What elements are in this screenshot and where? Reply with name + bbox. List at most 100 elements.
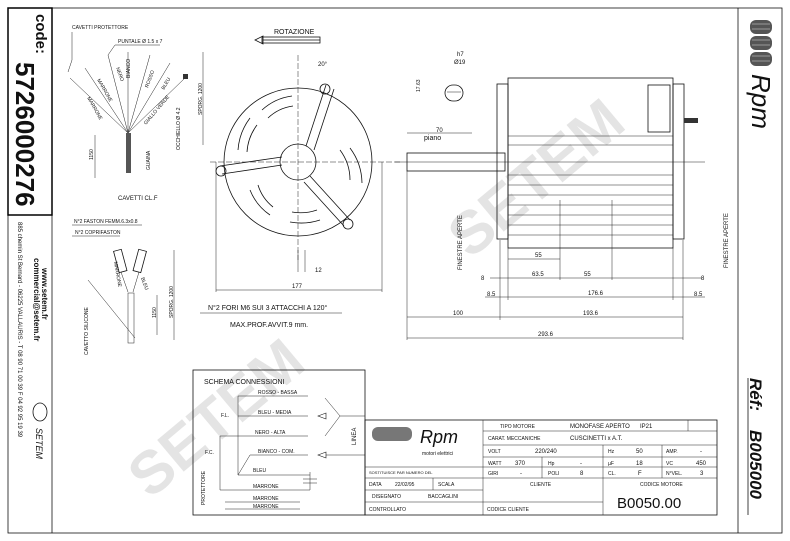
svg-text:18: 18 — [636, 461, 643, 467]
svg-text:55: 55 — [584, 272, 591, 278]
left-panel: code: 5726000276 www.setem.fr commercial… — [10, 14, 49, 460]
svg-text:-: - — [700, 449, 702, 455]
svg-text:8: 8 — [580, 471, 584, 477]
rotation-label: ROTAZIONE — [274, 29, 315, 36]
svg-text:BLEU: BLEU — [161, 76, 173, 91]
svg-text:Hp: Hp — [548, 461, 555, 467]
website-link[interactable]: www.setem.fr — [40, 267, 49, 320]
right-panel: Rpm Réf: B005000 — [746, 20, 776, 515]
svg-text:CODICE MOTORE: CODICE MOTORE — [640, 482, 683, 488]
holes-note: N°2 FORI M6 SUI 3 ATTACCHI A 120° — [208, 304, 328, 312]
svg-text:AMP.: AMP. — [666, 449, 678, 455]
svg-text:17.63: 17.63 — [416, 79, 422, 92]
svg-text:F.C.: F.C. — [205, 450, 214, 456]
address: 885 chemin St Bernard - 06225 VALLAURIS … — [16, 222, 22, 438]
svg-text:motori elettrici: motori elettrici — [422, 451, 453, 457]
svg-text:CODICE CLIENTE: CODICE CLIENTE — [487, 507, 530, 513]
svg-text:8.5: 8.5 — [694, 292, 703, 298]
svg-text:MONOFASE APERTO: MONOFASE APERTO — [570, 424, 630, 430]
svg-text:22/02/95: 22/02/95 — [395, 482, 415, 488]
svg-text:176.6: 176.6 — [588, 291, 604, 297]
wires-top-diagram: CAVETTI PROTETTORE PUNTALE Ø 1.5 x 7 MAR… — [67, 25, 204, 202]
svg-text:177: 177 — [292, 284, 303, 290]
svg-text:MARRONE: MARRONE — [95, 78, 113, 104]
svg-text:PROTETTORE: PROTETTORE — [201, 470, 207, 505]
ref-value: B005000 — [746, 430, 765, 500]
code-box — [7, 7, 53, 216]
svg-text:N°VEL.: N°VEL. — [666, 471, 682, 477]
svg-text:FINESTRE APERTE: FINESTRE APERTE — [724, 213, 730, 268]
svg-text:50: 50 — [636, 449, 643, 455]
svg-text:CAVETTO SILICONE: CAVETTO SILICONE — [84, 306, 90, 355]
svg-text:SPORG. 1200: SPORG. 1200 — [198, 83, 204, 115]
svg-text:PUNTALE Ø 1.5 x 7: PUNTALE Ø 1.5 x 7 — [118, 39, 163, 45]
svg-text:CAVETTI PROTETTORE: CAVETTI PROTETTORE — [72, 25, 129, 31]
svg-text:63.5: 63.5 — [532, 272, 544, 278]
depth-note: MAX.PROF.AVVIT.9 mm. — [230, 322, 308, 329]
svg-text:ROSSO: ROSSO — [144, 70, 156, 89]
svg-text:SETEM: SETEM — [34, 428, 44, 460]
svg-text:8.5: 8.5 — [487, 292, 496, 298]
svg-text:-: - — [520, 471, 522, 477]
svg-text:MARRONE: MARRONE — [112, 261, 122, 288]
svg-text:TIPO MOTORE: TIPO MOTORE — [500, 424, 536, 430]
svg-text:GUAINA: GUAINA — [146, 150, 152, 170]
svg-text:h7: h7 — [457, 52, 464, 58]
motor-code: B0050.00 — [617, 495, 681, 512]
svg-text:CL.: CL. — [608, 471, 616, 477]
svg-text:CONTROLLATO: CONTROLLATO — [369, 507, 406, 513]
svg-text:BIANCO: BIANCO — [126, 59, 132, 78]
svg-text:ROSSO - BASSA: ROSSO - BASSA — [258, 390, 298, 396]
svg-text:12: 12 — [315, 268, 322, 274]
svg-text:MARRONE: MARRONE — [253, 504, 279, 510]
drawing-frame — [7, 7, 783, 534]
svg-text:SETEM: SETEM — [115, 326, 316, 510]
svg-text:370: 370 — [515, 461, 526, 467]
watermark: SETEM SETEM — [115, 86, 636, 510]
title-block-logo: Rpm motori elettrici — [372, 427, 458, 457]
svg-text:VC: VC — [666, 461, 673, 467]
svg-text:Rpm: Rpm — [420, 427, 458, 447]
svg-text:8: 8 — [481, 276, 485, 282]
svg-text:193.6: 193.6 — [583, 311, 599, 317]
svg-text:70: 70 — [436, 128, 443, 134]
svg-text:1150: 1150 — [152, 307, 158, 318]
svg-text:VOLT: VOLT — [488, 449, 501, 455]
svg-text:SETEM: SETEM — [435, 86, 636, 270]
svg-text:SOSTITUISCE PAR NUMERO DEL: SOSTITUISCE PAR NUMERO DEL — [369, 470, 433, 475]
svg-text:CUSCINETTI x A.T.: CUSCINETTI x A.T. — [570, 436, 623, 442]
svg-text:20°: 20° — [318, 62, 328, 68]
flat-label: piano — [424, 135, 441, 142]
svg-text:OCCHIELLO Ø 4.2: OCCHIELLO Ø 4.2 — [176, 107, 182, 150]
svg-text:450: 450 — [696, 461, 707, 467]
title-block: Rpm motori elettrici TIPO MOTORE MONOFAS… — [364, 419, 718, 516]
svg-text:CARAT. MECCANICHE: CARAT. MECCANICHE — [488, 436, 541, 442]
svg-text:F: F — [638, 471, 642, 477]
svg-text:293.6: 293.6 — [538, 332, 554, 338]
svg-text:BIANCO - COM.: BIANCO - COM. — [258, 449, 295, 455]
motor-side-view: h7 Ø19 17.63 70 piano FINESTRE APERTE FI… — [395, 52, 730, 340]
svg-text:1150: 1150 — [89, 149, 95, 160]
svg-text:SPORG. 1200: SPORG. 1200 — [169, 286, 175, 318]
code-value: 5726000276 — [10, 62, 40, 207]
svg-text:GIRI: GIRI — [488, 471, 498, 477]
svg-text:8: 8 — [701, 276, 705, 282]
svg-text:Hz: Hz — [608, 449, 615, 455]
svg-text:IP21: IP21 — [640, 424, 653, 430]
rpm-coil-logo — [750, 20, 772, 66]
svg-text:DISEGNATO: DISEGNATO — [372, 494, 401, 500]
svg-text:MARRONE: MARRONE — [85, 96, 103, 122]
email-link[interactable]: commercial@setem.fr — [32, 258, 41, 341]
svg-text:BLEU - MEDIA: BLEU - MEDIA — [258, 410, 292, 416]
wires-bottom-diagram: N°2 FASTON FEMM.6.3x0.8 N°2 COPRIFASTON … — [72, 219, 175, 355]
svg-text:SCALA: SCALA — [438, 482, 455, 488]
schema-title: SCHEMA CONNESSIONI — [204, 379, 285, 386]
svg-text:N°2 COPRIFASTON: N°2 COPRIFASTON — [75, 230, 121, 236]
svg-text:DATA: DATA — [369, 482, 382, 488]
svg-text:55: 55 — [535, 253, 542, 259]
svg-text:BACCAGLINI: BACCAGLINI — [428, 494, 458, 500]
setem-logo: SETEM — [32, 402, 48, 460]
svg-text:NERO: NERO — [114, 67, 125, 83]
svg-text:FINESTRE APERTE: FINESTRE APERTE — [458, 215, 464, 270]
